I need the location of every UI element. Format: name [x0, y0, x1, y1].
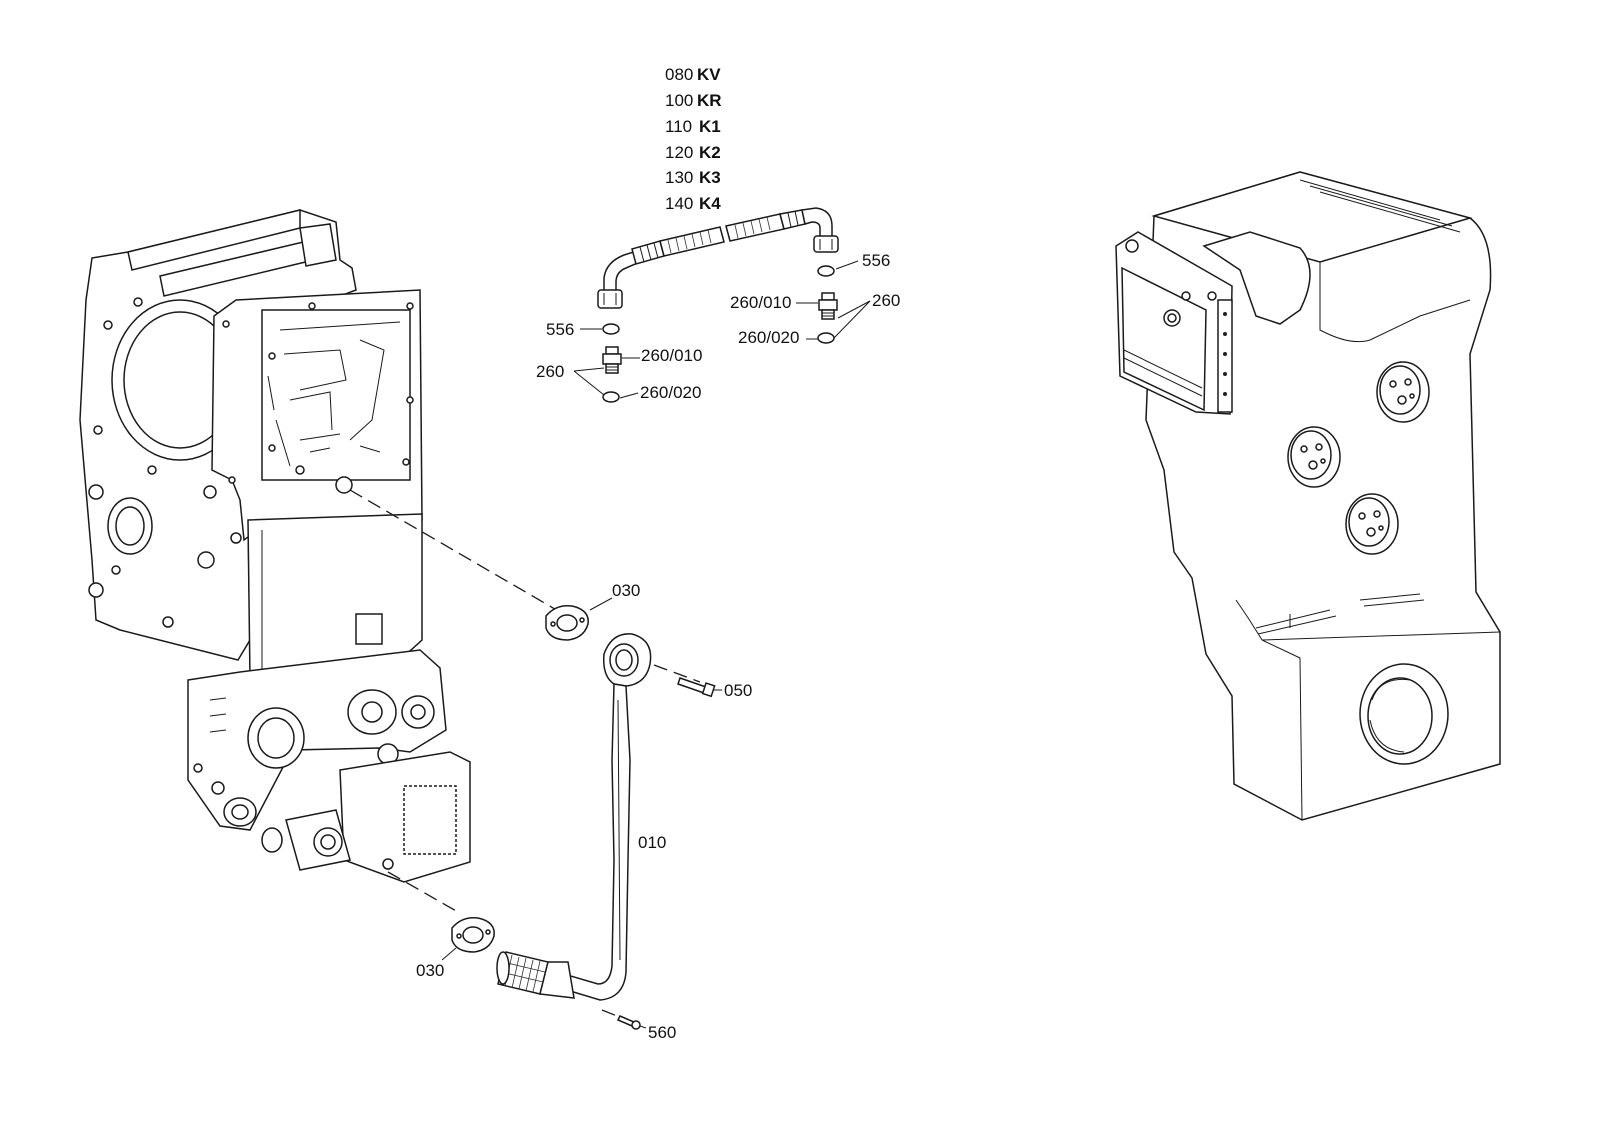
label-560: 560 — [648, 1023, 676, 1042]
alignment-lines — [349, 489, 701, 1019]
legend-code-k2: K2 — [699, 143, 721, 162]
hose-assembly — [597, 207, 839, 309]
label-260-020-right: 260/020 — [738, 328, 799, 347]
label-260-right: 260 — [872, 291, 900, 310]
parts-legend: 080 KV 100 KR 110 K1 120 K2 130 K3 140 K… — [665, 65, 722, 213]
leader-lines-upper — [573, 260, 871, 399]
bolt-050 — [677, 677, 716, 698]
legend-code-kv: KV — [697, 65, 721, 84]
legend-num-080: 080 — [665, 65, 693, 84]
label-260-020-left: 260/020 — [640, 383, 701, 402]
label-030-bottom: 030 — [416, 961, 444, 980]
legend-code-k4: K4 — [699, 194, 721, 213]
legend-code-k3: K3 — [699, 168, 721, 187]
label-556-right: 556 — [862, 251, 890, 270]
leader-lines-lower — [441, 597, 722, 1029]
label-030-top: 030 — [612, 581, 640, 600]
label-556-left: 556 — [546, 320, 574, 339]
legend-num-100: 100 — [665, 91, 693, 110]
label-260-010-left: 260/010 — [641, 346, 702, 365]
orings-and-fittings — [602, 265, 838, 403]
transmission-housing — [79, 209, 471, 883]
legend-code-k1: K1 — [699, 117, 721, 136]
gasket-top — [545, 604, 589, 641]
legend-code-kr: KR — [697, 91, 722, 110]
legend-num-130: 130 — [665, 168, 693, 187]
legend-num-120: 120 — [665, 143, 693, 162]
suction-pipe — [496, 633, 652, 1001]
legend-num-140: 140 — [665, 194, 693, 213]
callout-labels: 556 556 260/010 260 260/020 260/010 260 … — [416, 251, 900, 1042]
screw-560 — [616, 1015, 641, 1030]
label-010: 010 — [638, 833, 666, 852]
legend-num-110: 110 — [665, 117, 692, 136]
label-050: 050 — [724, 681, 752, 700]
label-260-010-right: 260/010 — [730, 293, 791, 312]
gasket-bottom — [451, 916, 495, 953]
label-260-left: 260 — [536, 362, 564, 381]
valve-block-detail — [1115, 171, 1501, 821]
